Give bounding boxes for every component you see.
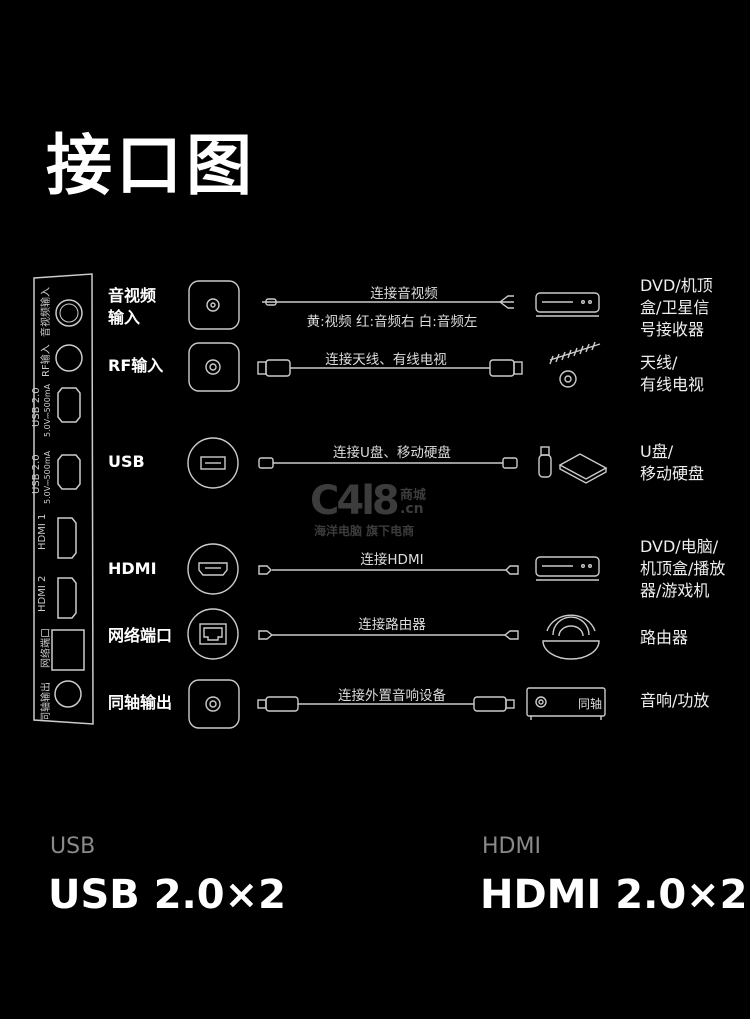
row-label-av: 音视频输入 [108,286,157,327]
device-label-usb: U盘/移动硬盘 [640,442,705,483]
page-title: 接口图 [46,127,256,204]
antenna-icon [549,341,601,388]
av-color-note: 黄:视频 红:音频右 白:音频左 [306,314,478,330]
device-label-coax: 音响/功放 [640,691,710,710]
watermark-logo: C4l8 [310,478,400,524]
av-port-icon [188,280,240,330]
cable-label-coax: 连接外置音响设备 [338,688,446,704]
row-label-lan: 网络端口 [108,626,173,645]
cable-label-hdmi: 连接HDMI [360,552,424,568]
watermark-sub: 海洋电脑 旗下电商 [314,524,415,538]
cable-label-lan: 连接路由器 [358,617,426,633]
device-label-rf: 天线/有线电视 [640,353,705,394]
coax-cable [257,696,515,712]
lan-cable [258,630,519,640]
coax-badge: 同轴 [578,697,603,711]
spec-usb-value: USB 2.0×2 [48,872,286,918]
coax-port-icon [188,679,240,729]
cable-label-rf: 连接天线、有线电视 [325,352,447,368]
spec-usb-heading: USB [50,834,96,859]
amplifier-icon [526,687,606,720]
hdmi-port-icon [187,543,239,595]
player-box-icon [535,556,600,581]
hdmi-cable [258,565,519,575]
row-label-coax: 同轴输出 [108,693,173,712]
cable-label-av: 连接音视频 [370,286,438,302]
router-icon [542,614,600,660]
lan-port-icon [187,608,239,660]
usb-port-icon [187,437,239,489]
av-cable [262,295,514,309]
hard-drive-icon [558,453,608,484]
usb-cable [258,457,518,469]
spec-hdmi-value: HDMI 2.0×2 [480,872,748,918]
row-label-hdmi: HDMI [108,559,157,578]
row-label-usb: USB [108,452,145,471]
device-label-hdmi: DVD/电脑/机顶盒/播放器/游戏机 [640,537,726,600]
watermark-shop: 商城 [400,488,427,503]
settop-box-icon [535,292,600,317]
device-label-av: DVD/机顶盒/卫星信号接收器 [640,276,713,339]
usb-drive-icon [538,446,552,478]
spec-hdmi-heading: HDMI [482,834,541,859]
cable-label-usb: 连接U盘、移动硬盘 [333,445,451,461]
device-label-lan: 路由器 [640,628,689,647]
watermark-domain: .cn [400,501,424,517]
rf-cable [257,359,523,377]
rf-port-icon [188,342,240,392]
row-label-rf: RF输入 [108,356,164,375]
